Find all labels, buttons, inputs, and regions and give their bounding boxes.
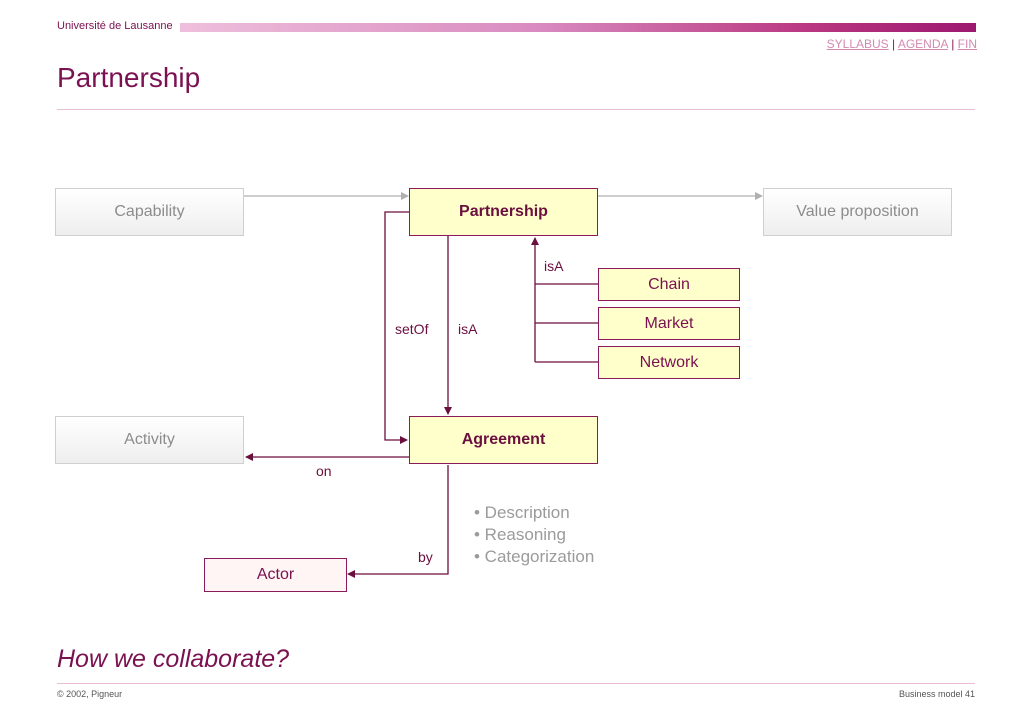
page-title: Partnership: [57, 62, 201, 93]
node-capability: Capability: [55, 188, 244, 236]
label-isa-mid: isA: [458, 321, 478, 337]
node-value-proposition: Value proposition: [763, 188, 952, 236]
title-divider: [57, 109, 975, 110]
bullet-reasoning: • Reasoning: [474, 525, 566, 544]
nav-separator: |: [892, 37, 896, 51]
edge-by: [347, 465, 449, 578]
node-partnership: Partnership: [409, 188, 598, 236]
node-actor: Actor: [204, 558, 347, 592]
node-activity: Activity: [55, 416, 244, 464]
label-on: on: [316, 463, 332, 479]
header-gradient-bar: [180, 23, 976, 32]
university-name: Université de Lausanne: [57, 20, 173, 32]
page-number: Business model 41: [898, 689, 975, 699]
node-agreement: Agreement: [409, 416, 598, 464]
closing-question: How we collaborate?: [57, 645, 290, 673]
label-isa-top: isA: [544, 258, 564, 274]
agenda-link[interactable]: AGENDA: [897, 37, 948, 51]
top-nav: SYLLABUS | AGENDA | FIN: [827, 37, 977, 51]
edge-setof: [384, 211, 409, 444]
agreement-attributes: • Description • Reasoning • Categorizati…: [474, 502, 594, 568]
label-by: by: [418, 549, 433, 565]
bullet-description: • Description: [474, 503, 570, 522]
copyright: © 2002, Pigneur: [57, 689, 123, 699]
node-chain: Chain: [598, 268, 740, 301]
bullet-categorization: • Categorization: [474, 547, 595, 566]
syllabus-link[interactable]: SYLLABUS: [826, 37, 889, 51]
label-setof: setOf: [395, 321, 429, 337]
nav-separator: |: [951, 37, 955, 51]
fin-link[interactable]: FIN: [957, 37, 977, 51]
node-network: Network: [598, 346, 740, 379]
footer-divider: [57, 683, 975, 684]
node-market: Market: [598, 307, 740, 340]
